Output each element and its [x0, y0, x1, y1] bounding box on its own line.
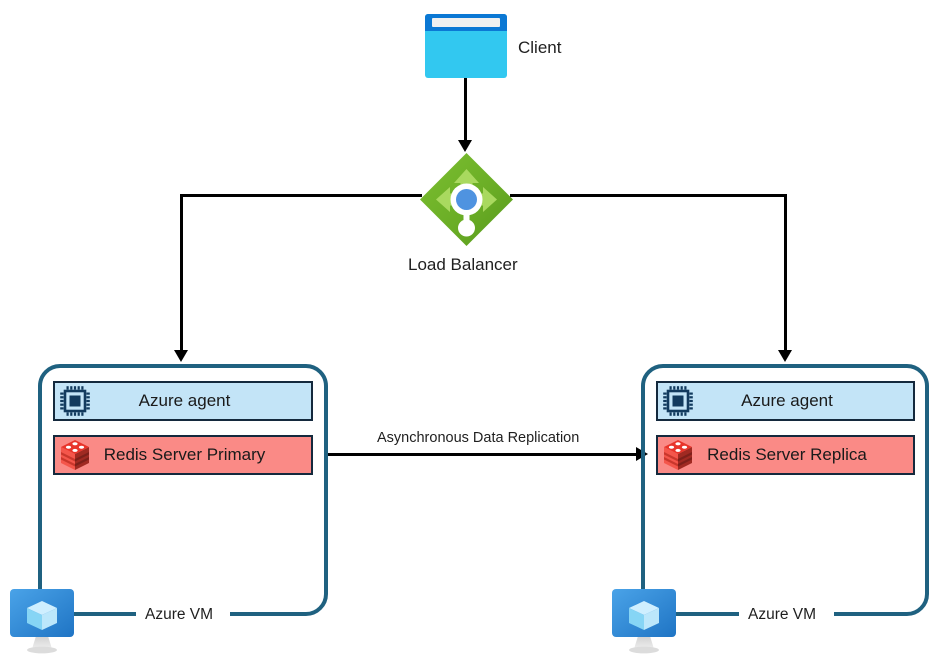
- client-titlebar: [425, 14, 507, 31]
- azure-agent-row-left: Azure agent: [53, 381, 313, 421]
- edge-load-balancer-to-vm-right-horizontal: [510, 194, 787, 197]
- azure-agent-row-right: Azure agent: [656, 381, 915, 421]
- azure-vm-left-label-gap: [136, 607, 230, 617]
- redis-server-primary-row: Redis Server Primary: [53, 435, 313, 475]
- azure-vm-icon-left: [10, 589, 74, 654]
- azure-vm-icon-right: [612, 589, 676, 654]
- client-window-icon: [425, 14, 507, 78]
- azure-agent-left-label: Azure agent: [138, 391, 231, 410]
- edge-load-balancer-to-vm-left-vertical: [180, 194, 183, 352]
- azure-vm-right-label-gap: [739, 607, 834, 617]
- redis-cube-icon: [664, 440, 692, 470]
- edge-load-balancer-to-vm-right-vertical: [784, 194, 787, 352]
- azure-vm-left-label: Azure VM: [145, 606, 214, 623]
- replication-edge-label: Asynchronous Data Replication: [377, 430, 580, 446]
- client-titlebar-field: [432, 18, 500, 27]
- edge-load-balancer-to-vm-left-horizontal: [180, 194, 422, 197]
- redis-server-replica-row: Redis Server Replica: [656, 435, 915, 475]
- azure-agent-chip-icon: [663, 386, 693, 416]
- edge-replication-line: [328, 453, 638, 456]
- edge-client-to-load-balancer: [464, 78, 467, 144]
- arrowhead-load-balancer-to-vm-right: [778, 350, 792, 362]
- arrowhead-load-balancer-to-vm-left: [174, 350, 188, 362]
- redis-server-primary-label: Redis Server Primary: [103, 445, 266, 464]
- arrowhead-client-to-load-balancer: [458, 140, 472, 152]
- load-balancer-icon: [420, 153, 513, 246]
- redis-server-replica-label: Redis Server Replica: [707, 445, 867, 464]
- client-label: Client: [518, 38, 562, 57]
- azure-agent-right-label: Azure agent: [741, 391, 833, 410]
- load-balancer-label: Load Balancer: [408, 255, 518, 274]
- azure-agent-chip-icon: [60, 386, 90, 416]
- redis-cube-icon: [61, 440, 89, 470]
- azure-vm-right-label: Azure VM: [748, 606, 817, 623]
